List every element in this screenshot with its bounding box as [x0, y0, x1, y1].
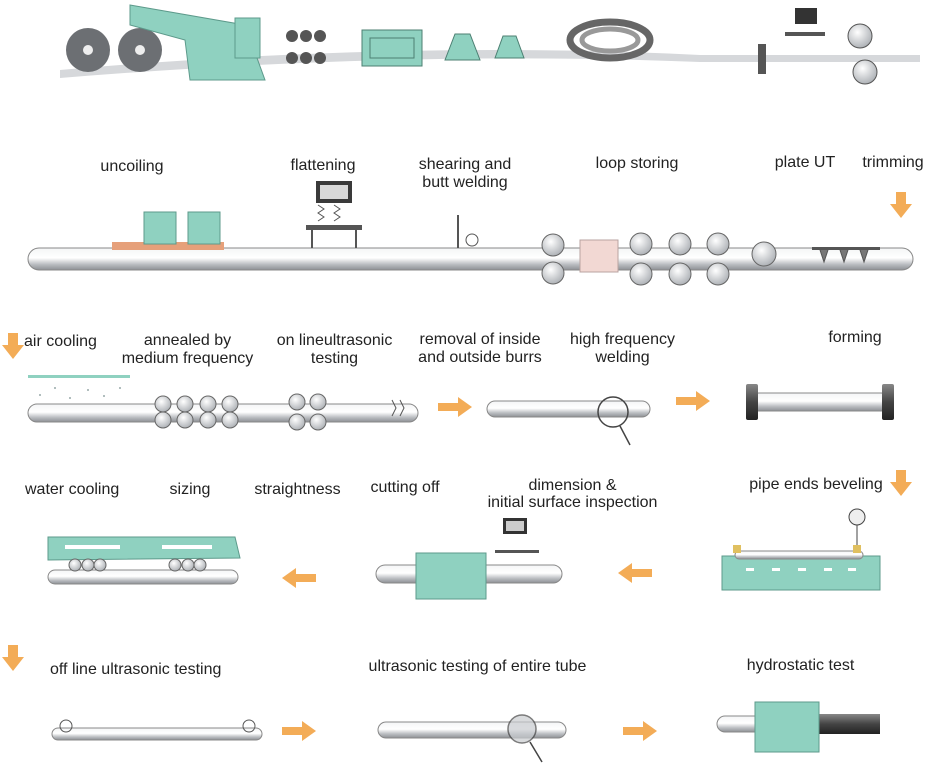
label-cutting-off: cutting off: [360, 479, 450, 497]
label-annealed-line2: medium frequency: [110, 350, 265, 368]
label-flattening: flattening: [278, 157, 368, 175]
label-air-cooling: air cooling: [24, 333, 97, 351]
label-online-ut-line1: on lineultrasonic: [262, 332, 407, 350]
arrow-right-icon: [438, 397, 472, 417]
label-straightness: straightness: [245, 481, 350, 499]
forming-machine: [746, 384, 894, 420]
overview-strip: [60, 5, 920, 84]
flattening-machine: [306, 181, 362, 248]
row1-process-line: [28, 181, 913, 285]
arrow-down-icon: [2, 645, 24, 671]
inspection-station: [376, 518, 562, 599]
label-loop-storing: loop storing: [582, 155, 692, 173]
label-forming: forming: [815, 329, 895, 347]
label-shearing-line2: butt welding: [405, 174, 525, 192]
shearing-machine: [458, 215, 478, 248]
beveling-station: [722, 509, 880, 590]
arrow-down-icon: [2, 333, 24, 359]
arrow-right-icon: [623, 721, 657, 741]
label-water-cooling: water cooling: [25, 481, 119, 499]
label-shearing-line1: shearing and: [405, 156, 525, 174]
label-entire-ut: ultrasonic testing of entire tube: [350, 658, 605, 676]
label-dimension-line1: dimension &: [470, 477, 675, 495]
arrow-left-icon: [282, 568, 316, 588]
arrow-left-icon: [618, 563, 652, 583]
label-beveling: pipe ends beveling: [735, 476, 897, 494]
label-hydrostatic: hydrostatic test: [728, 657, 873, 675]
label-annealed-line1: annealed by: [110, 332, 265, 350]
label-trimming: trimming: [854, 154, 932, 172]
arrow-right-icon: [676, 391, 710, 411]
label-burrs-line1: removal of inside: [405, 331, 555, 349]
label-burrs-line2: and outside burrs: [405, 349, 555, 367]
hydrostatic-machine: [717, 702, 880, 752]
label-hf-welding-line2: welding: [555, 349, 690, 367]
row4-process-line: [52, 702, 880, 762]
label-offline-ut: off line ultrasonic testing: [50, 661, 221, 679]
label-online-ut-line2: testing: [262, 350, 407, 368]
label-plate-ut: plate UT: [765, 154, 845, 172]
arrow-right-icon: [282, 721, 316, 741]
arrow-down-icon: [890, 192, 912, 218]
label-dimension-line2: initial surface inspection: [470, 494, 675, 512]
label-hf-welding-line1: high frequency: [555, 331, 690, 349]
label-sizing: sizing: [160, 481, 220, 499]
label-uncoiling: uncoiling: [92, 158, 172, 176]
row3-process-line: [48, 509, 880, 599]
